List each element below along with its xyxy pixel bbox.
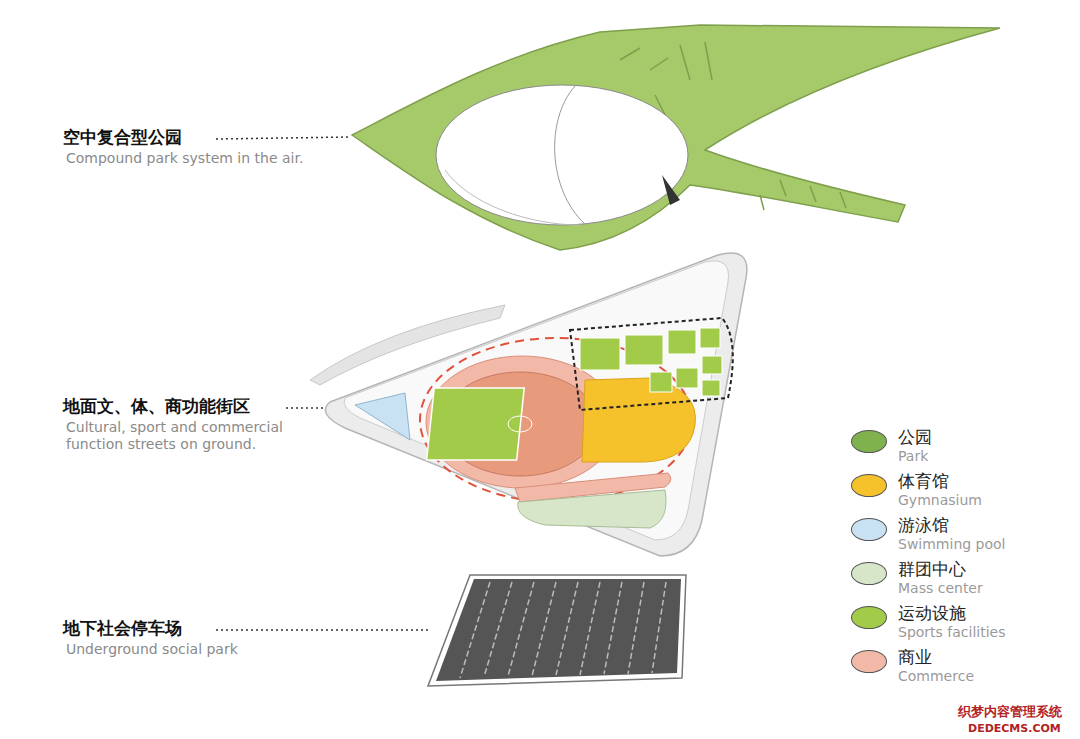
legend-subtitle: Mass center bbox=[898, 580, 983, 597]
legend-swatch bbox=[851, 606, 887, 629]
legend-text: 体育馆 bbox=[898, 471, 949, 491]
legend-subtitle: Swimming pool bbox=[898, 536, 1006, 553]
layer-title: 地面文、体、商功能街区 bbox=[63, 396, 250, 416]
layer-subtitle: Underground social park bbox=[66, 641, 238, 658]
legend-text: 游泳馆 bbox=[898, 515, 949, 535]
legend-text: 公园 bbox=[898, 427, 932, 447]
layer-title: 地下社会停车场 bbox=[63, 618, 182, 638]
legend-swatch bbox=[851, 562, 887, 585]
legend-subtitle: Commerce bbox=[898, 668, 974, 685]
layer-title: 空中复合型公园 bbox=[63, 127, 182, 147]
legend-text: 群团中心 bbox=[898, 559, 966, 579]
legend-swatch bbox=[851, 430, 887, 453]
watermark: DEDECMS.COM bbox=[968, 722, 1061, 735]
layer-subtitle: Compound park system in the air. bbox=[66, 150, 303, 167]
legend-text: 商业 bbox=[898, 647, 932, 667]
legend-swatch bbox=[851, 650, 887, 673]
legend-swatch bbox=[851, 518, 887, 541]
legend-subtitle: Sports facilities bbox=[898, 624, 1006, 641]
legend-subtitle: Gymnasium bbox=[898, 492, 982, 509]
legend-swatch bbox=[851, 474, 887, 497]
watermark: 织梦内容管理系统 bbox=[958, 704, 1062, 720]
legend-subtitle: Park bbox=[898, 448, 928, 465]
layer-subtitle: Cultural, sport and commercial function … bbox=[66, 419, 304, 453]
legend-text: 运动设施 bbox=[898, 603, 966, 623]
